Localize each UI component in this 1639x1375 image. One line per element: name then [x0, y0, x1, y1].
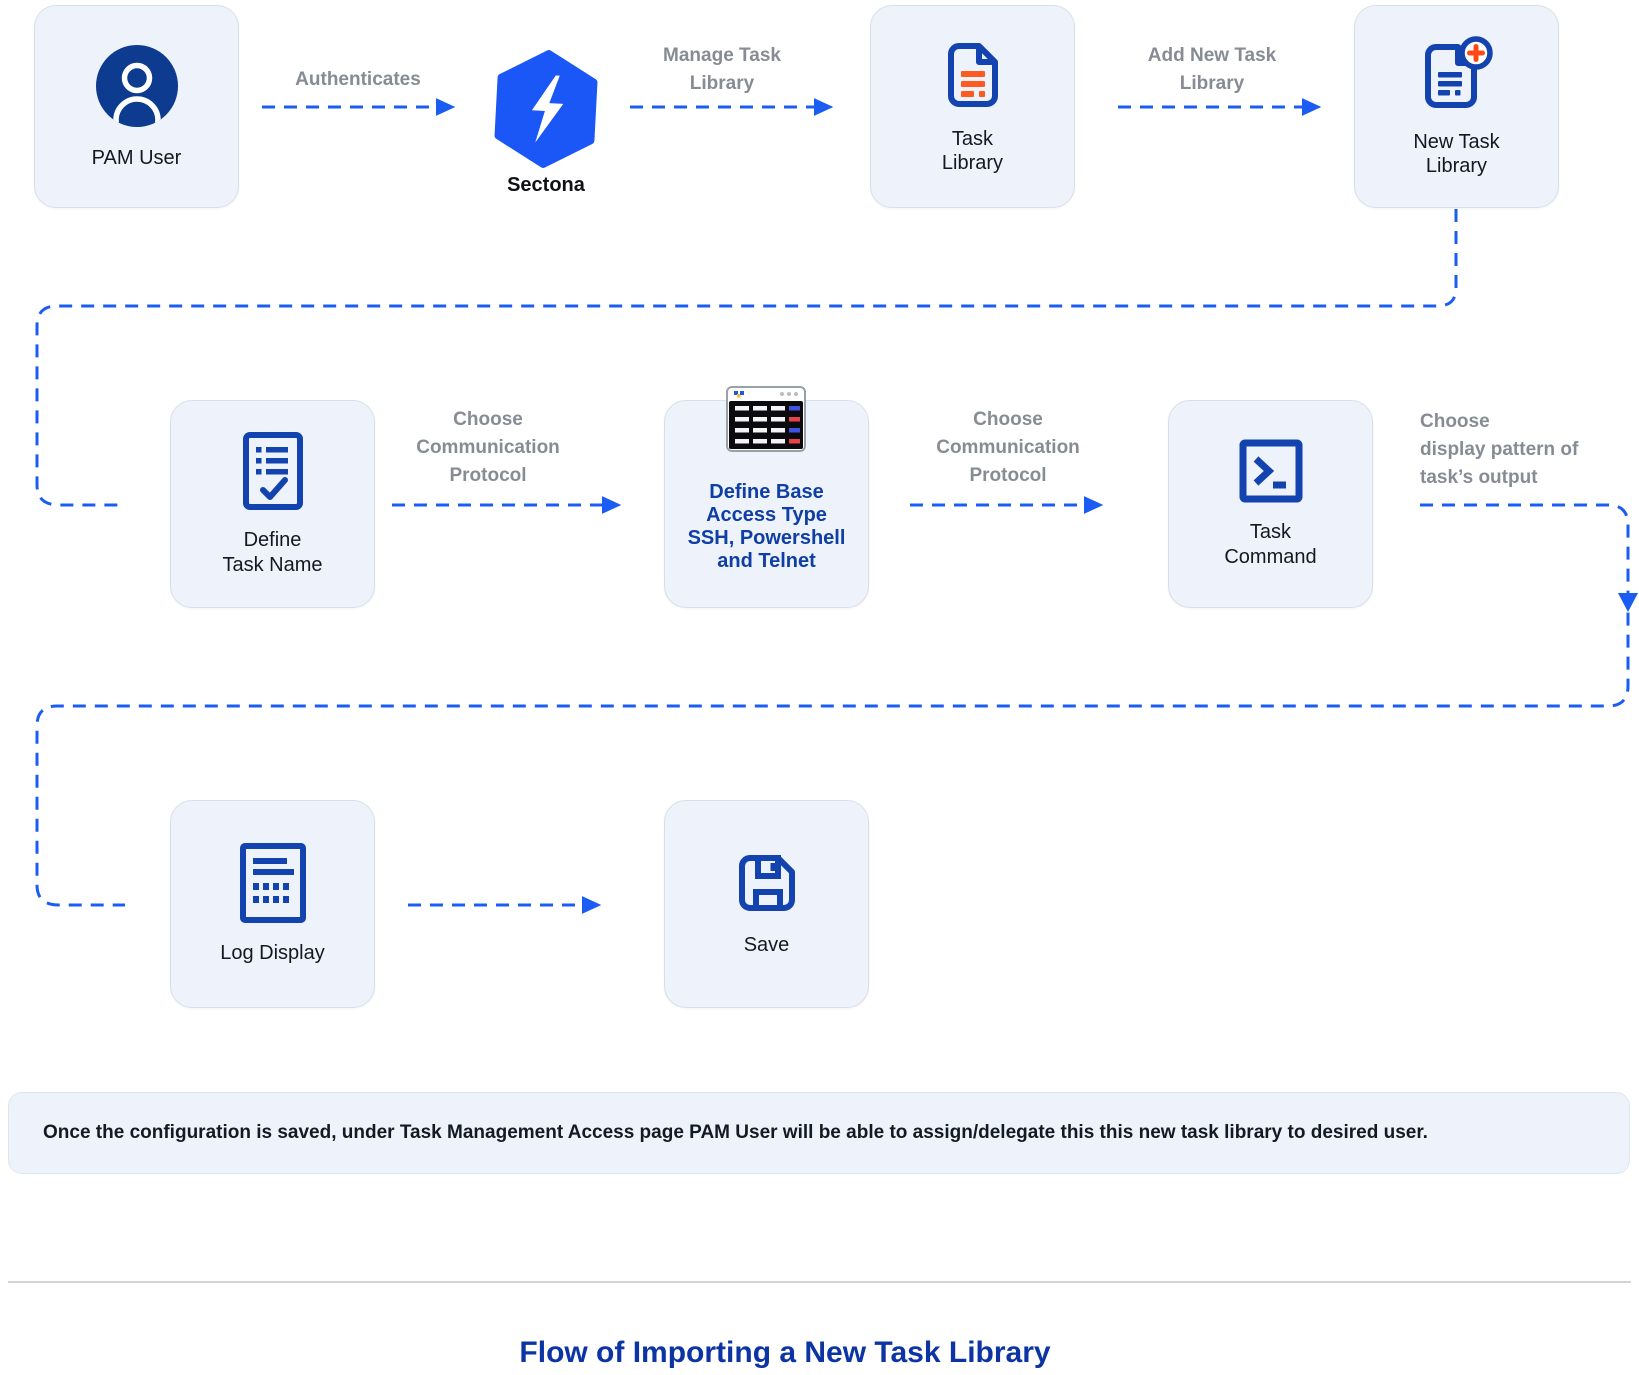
- checklist-document-icon: [242, 432, 303, 511]
- sectona-wordmark: Sectona: [507, 174, 585, 196]
- edge-label-choose-display-pattern: Choose display pattern of task’s output: [1420, 411, 1579, 488]
- note-banner: Once the configuration is saved, under T…: [8, 1092, 1630, 1174]
- edge-label-manage-task-library: Manage Task Library: [663, 45, 781, 94]
- user-avatar-icon: [95, 44, 178, 127]
- task-library-document-icon: [947, 42, 998, 107]
- edge-label-add-new-task-library: Add New Task Library: [1147, 45, 1277, 94]
- note-text: Once the configuration is saved, under T…: [43, 1122, 1428, 1143]
- node-task-command: Task Command: [1168, 400, 1373, 608]
- connector-mid-arrowhead: [1618, 593, 1638, 612]
- node-label: PAM User: [91, 146, 182, 169]
- node-task-library: Task Library: [870, 5, 1075, 208]
- terminal-prompt-icon: [1239, 439, 1302, 503]
- new-task-library-document-plus-icon: [1424, 35, 1493, 108]
- sectona-logo: Sectona: [492, 50, 600, 197]
- node-label: Task Command: [1224, 521, 1317, 568]
- node-save: Save: [664, 800, 869, 1008]
- log-report-icon: [239, 843, 306, 924]
- terminal-window-icon: [726, 386, 806, 452]
- node-define-task-name: Define Task Name: [170, 400, 375, 608]
- node-new-task-library: New Task Library: [1354, 5, 1559, 208]
- node-label: Save: [743, 934, 790, 957]
- save-floppy-icon: [738, 855, 795, 912]
- node-label: Define Base Access Type SSH, Powershell …: [687, 481, 846, 572]
- node-label: Task Library: [941, 127, 1004, 174]
- edge-label-authenticates: Authenticates: [295, 69, 421, 90]
- node-pam-user: PAM User: [34, 5, 239, 208]
- node-log-display: Log Display: [170, 800, 375, 1008]
- node-label: New Task Library: [1413, 130, 1500, 177]
- sectona-hexagon-bolt-icon: [494, 50, 598, 168]
- node-label: Log Display: [220, 942, 325, 965]
- node-label: Define Task Name: [222, 529, 323, 576]
- edge-label-choose-protocol-1: Choose Communication Protocol: [416, 409, 560, 486]
- edge-label-choose-protocol-2: Choose Communication Protocol: [936, 409, 1080, 486]
- footer-divider: [8, 1281, 1631, 1283]
- diagram-title: Flow of Importing a New Task Library: [519, 1336, 1051, 1369]
